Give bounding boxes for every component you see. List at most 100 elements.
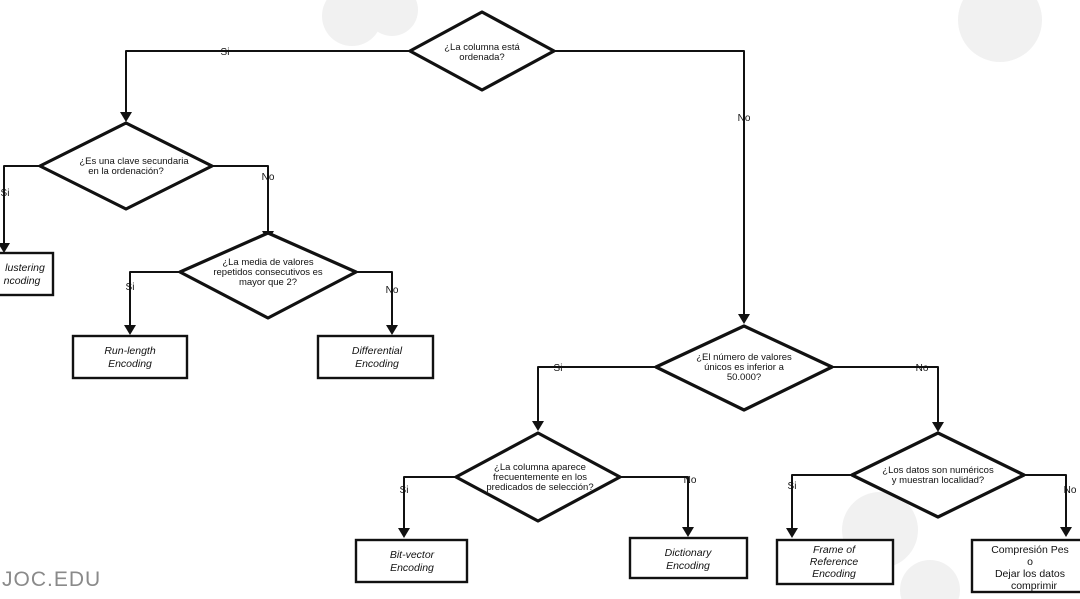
branch-label-q5-yes: Si <box>400 485 409 496</box>
result-frame-of-reference-encoding: Frame of Reference Encoding <box>775 538 895 586</box>
q2-line-1: ¿Es una clave secundaria <box>79 156 189 167</box>
connector-q2-yes <box>3 165 41 249</box>
branch-label-q6-no: No <box>1064 485 1077 496</box>
connector-q5-yes <box>403 476 457 534</box>
svg-text:únicos es inferior a: únicos es inferior a <box>704 362 784 373</box>
branch-label-q3-no: No <box>386 285 399 296</box>
clustering-line-1: lustering <box>5 262 45 274</box>
q4-line-3: 50.000? <box>727 372 761 383</box>
connector-q4-yes <box>537 366 657 427</box>
connector-q6-yes <box>791 474 853 534</box>
svg-text:50.000?: 50.000? <box>727 372 761 383</box>
compression-line-1: Compresión Pes <box>991 544 1069 556</box>
branch-label-q6-yes: Si <box>788 481 797 492</box>
branch-labels: Si No Si No Si No Si No Si No Si No <box>1 47 1077 496</box>
q4-line-2: únicos es inferior a <box>704 362 784 373</box>
svg-text:en la ordenación?: en la ordenación? <box>88 166 164 177</box>
decision-q4: ¿El número de valores únicos es inferior… <box>654 324 834 412</box>
q3-line-1: ¿La media de valores <box>222 257 314 268</box>
branch-label-q4-no: No <box>916 363 929 374</box>
branch-label-q2-yes: Si <box>1 188 10 199</box>
result-run-length-encoding: Run-length Encoding <box>71 334 189 380</box>
bit-vector-line-2: Encoding <box>390 562 434 574</box>
decision-q2: ¿Es una clave secundaria en la ordenació… <box>38 121 214 211</box>
svg-text:¿Es una clave secundaria: ¿Es una clave secundaria <box>79 156 189 167</box>
result-compression: Compresión Pes o Dejar los datos comprim… <box>970 538 1080 594</box>
svg-text:¿La columna aparece: ¿La columna aparece <box>494 462 586 473</box>
bit-vector-line-1: Bit-vector <box>390 549 435 561</box>
svg-text:y muestran localidad?: y muestran localidad? <box>892 475 984 486</box>
q1-line-2: ordenada? <box>459 52 504 63</box>
connector-q5-no <box>619 476 689 533</box>
svg-text:lustering: lustering <box>5 262 45 274</box>
svg-text:Encoding: Encoding <box>108 358 152 370</box>
differential-line-2: Encoding <box>355 358 399 370</box>
svg-text:ordenada?: ordenada? <box>459 52 504 63</box>
svg-text:frecuentemente en los: frecuentemente en los <box>493 472 587 483</box>
svg-text:¿Los datos son numéricos: ¿Los datos son numéricos <box>882 465 994 476</box>
q4-line-1: ¿El número de valores <box>696 352 792 363</box>
svg-text:Reference: Reference <box>810 556 859 568</box>
svg-text:Dejar los datos: Dejar los datos <box>995 568 1065 580</box>
svg-text:repetidos consecutivos es: repetidos consecutivos es <box>213 267 323 278</box>
decision-q6: ¿Los datos son numéricos y muestran loca… <box>850 431 1026 519</box>
frame-ref-line-2: Reference <box>810 556 859 568</box>
svg-text:o: o <box>1027 556 1033 568</box>
svg-text:comprimir: comprimir <box>1011 580 1058 592</box>
branch-label-q3-yes: Si <box>126 282 135 293</box>
svg-text:Frame of: Frame of <box>813 544 856 556</box>
q5-line-2: frecuentemente en los <box>493 472 587 483</box>
result-bit-vector-encoding: Bit-vector Encoding <box>354 538 469 584</box>
q3-line-2: repetidos consecutivos es <box>213 267 323 278</box>
svg-text:mayor que 2?: mayor que 2? <box>239 277 297 288</box>
svg-text:predicados de selección?: predicados de selección? <box>486 482 593 493</box>
frame-ref-line-1: Frame of <box>813 544 856 556</box>
q6-line-1: ¿Los datos son numéricos <box>882 465 994 476</box>
differential-line-1: Differential <box>352 345 403 357</box>
run-length-line-1: Run-length <box>104 345 156 357</box>
branch-label-q5-no: No <box>684 475 697 486</box>
result-clustering-encoding: lustering ncoding <box>0 251 55 297</box>
svg-text:¿La media de valores: ¿La media de valores <box>222 257 314 268</box>
connector-q3-no <box>355 271 393 331</box>
connector-q3-yes <box>129 271 181 331</box>
branch-label-q2-no: No <box>262 172 275 183</box>
decision-q3: ¿La media de valores repetidos consecuti… <box>178 231 358 320</box>
frame-ref-line-3: Encoding <box>812 568 856 580</box>
svg-text:Differential: Differential <box>352 345 403 357</box>
run-length-line-2: Encoding <box>108 358 152 370</box>
q6-line-2: y muestran localidad? <box>892 475 984 486</box>
q3-line-3: mayor que 2? <box>239 277 297 288</box>
svg-text:Encoding: Encoding <box>390 562 434 574</box>
svg-text:Bit-vector: Bit-vector <box>390 549 435 561</box>
svg-text:Encoding: Encoding <box>812 568 856 580</box>
q5-line-1: ¿La columna aparece <box>494 462 586 473</box>
connectors <box>0 50 1072 538</box>
dictionary-line-2: Encoding <box>666 560 710 572</box>
compression-line-4: comprimir <box>1011 580 1058 592</box>
clustering-line-2: ncoding <box>4 275 41 287</box>
branch-label-q1-no: No <box>738 113 751 124</box>
svg-text:¿La columna está: ¿La columna está <box>444 42 520 53</box>
svg-text:Encoding: Encoding <box>666 560 710 572</box>
svg-text:ncoding: ncoding <box>4 275 41 287</box>
result-differential-encoding: Differential Encoding <box>316 334 435 380</box>
svg-text:Encoding: Encoding <box>355 358 399 370</box>
watermark-logo-text: JOC.EDU <box>2 568 102 591</box>
q2-line-2: en la ordenación? <box>88 166 164 177</box>
svg-text:Compresión Pes: Compresión Pes <box>991 544 1069 556</box>
compression-line-3: Dejar los datos <box>995 568 1065 580</box>
connector-q1-yes <box>125 50 411 119</box>
branch-label-q1-yes: Si <box>221 47 230 58</box>
branch-label-q4-yes: Si <box>554 363 563 374</box>
compression-line-2: o <box>1027 556 1033 568</box>
svg-text:¿El número de valores: ¿El número de valores <box>696 352 792 363</box>
result-dictionary-encoding: Dictionary Encoding <box>628 536 749 580</box>
decision-q5: ¿La columna aparece frecuentemente en lo… <box>454 431 622 523</box>
connector-q2-no <box>211 165 269 237</box>
dictionary-line-1: Dictionary <box>665 547 712 559</box>
q1-line-1: ¿La columna está <box>444 42 520 53</box>
connector-q4-no <box>831 366 939 428</box>
q5-line-3: predicados de selección? <box>486 482 593 493</box>
